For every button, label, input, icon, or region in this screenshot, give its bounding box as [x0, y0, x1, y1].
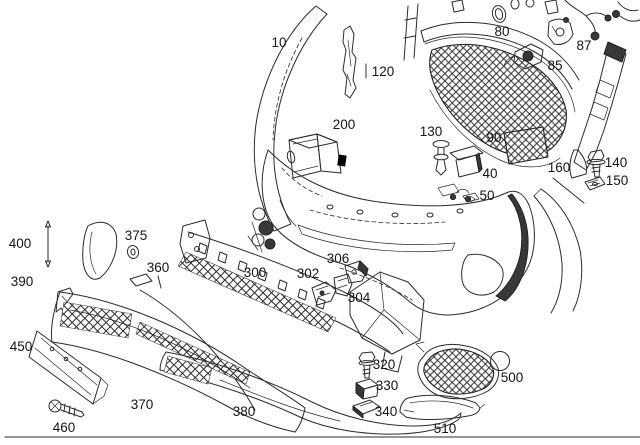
- bracket-306: [344, 260, 369, 284]
- mesh-grille-insert-90: [503, 126, 549, 165]
- part-callout-510[interactable]: 510: [434, 421, 457, 436]
- part-callout-375[interactable]: 375: [125, 228, 148, 243]
- part-callout-200[interactable]: 200: [333, 117, 356, 132]
- radar-sensor-200: [288, 133, 347, 179]
- part-callout-340[interactable]: 340: [375, 404, 398, 419]
- part-callout-150[interactable]: 150: [606, 173, 629, 188]
- part-callout-160[interactable]: 160: [548, 160, 571, 175]
- part-callout-87[interactable]: 87: [576, 38, 591, 53]
- grommet-375: [126, 245, 140, 259]
- screw-320: [358, 351, 376, 379]
- expanding-nut-330: [355, 378, 379, 400]
- part-callout-500[interactable]: 500: [501, 370, 524, 385]
- fog-lamp-grille-500: [415, 341, 500, 400]
- part-callout-50[interactable]: 50: [479, 188, 494, 203]
- corner-moulding-160: [533, 177, 585, 314]
- parking-sensor-85: [503, 43, 544, 70]
- wiring-harness-parts: [451, 0, 640, 41]
- bracket-120: [342, 25, 367, 99]
- bracket-302: [311, 281, 337, 306]
- clips-50: [449, 188, 476, 203]
- part-callout-400[interactable]: 400: [9, 236, 32, 251]
- part-callout-300[interactable]: 300: [244, 265, 267, 280]
- part-callout-80[interactable]: 80: [494, 24, 509, 39]
- part-callout-302[interactable]: 302: [297, 266, 320, 281]
- part-callout-380[interactable]: 380: [233, 404, 256, 419]
- part-callout-360[interactable]: 360: [147, 260, 170, 275]
- part-callout-140[interactable]: 140: [605, 155, 628, 170]
- sensor-bracket-87: [547, 17, 574, 45]
- part-callout-370[interactable]: 370: [131, 397, 154, 412]
- part-callout-390[interactable]: 390: [11, 274, 34, 289]
- part-callout-450[interactable]: 450: [10, 339, 33, 354]
- part-callout-330[interactable]: 330: [376, 378, 399, 393]
- part-callout-320[interactable]: 320: [373, 357, 396, 372]
- lower-trim-strip-510: [399, 394, 486, 420]
- lower-fascia-370: [51, 221, 306, 433]
- part-callouts: 10 120 80 87 85 200 130 90 40 50 160 140…: [9, 24, 629, 436]
- expanding-rivet-130: [432, 140, 450, 176]
- part-callout-120[interactable]: 120: [372, 64, 395, 79]
- screw-140: [586, 149, 606, 178]
- selected-part-marker: [490, 351, 510, 371]
- clip-340: [352, 399, 381, 419]
- screw-460: [48, 399, 85, 418]
- sensor-ring-80: [491, 5, 507, 23]
- bumper-reinforcement-300: [177, 219, 425, 373]
- part-callout-40[interactable]: 40: [482, 166, 497, 181]
- part-callout-85[interactable]: 85: [547, 58, 562, 73]
- part-callout-130[interactable]: 130: [420, 124, 443, 139]
- part-callout-460[interactable]: 460: [53, 420, 76, 435]
- upper-fascia-section-10: [247, 5, 328, 253]
- part-callout-10[interactable]: 10: [271, 35, 286, 50]
- part-callout-304[interactable]: 304: [348, 290, 371, 305]
- bracket-304: [333, 273, 353, 297]
- tow-eye-cover-40: [449, 145, 484, 178]
- front-spoiler-380: [159, 351, 462, 435]
- pin-400: [45, 220, 51, 268]
- seal-strip-360: [129, 273, 256, 411]
- filler-panel-450: [28, 330, 109, 405]
- part-callout-90[interactable]: 90: [486, 130, 501, 145]
- clip-150: [584, 176, 606, 191]
- part-callout-306[interactable]: 306: [327, 251, 350, 266]
